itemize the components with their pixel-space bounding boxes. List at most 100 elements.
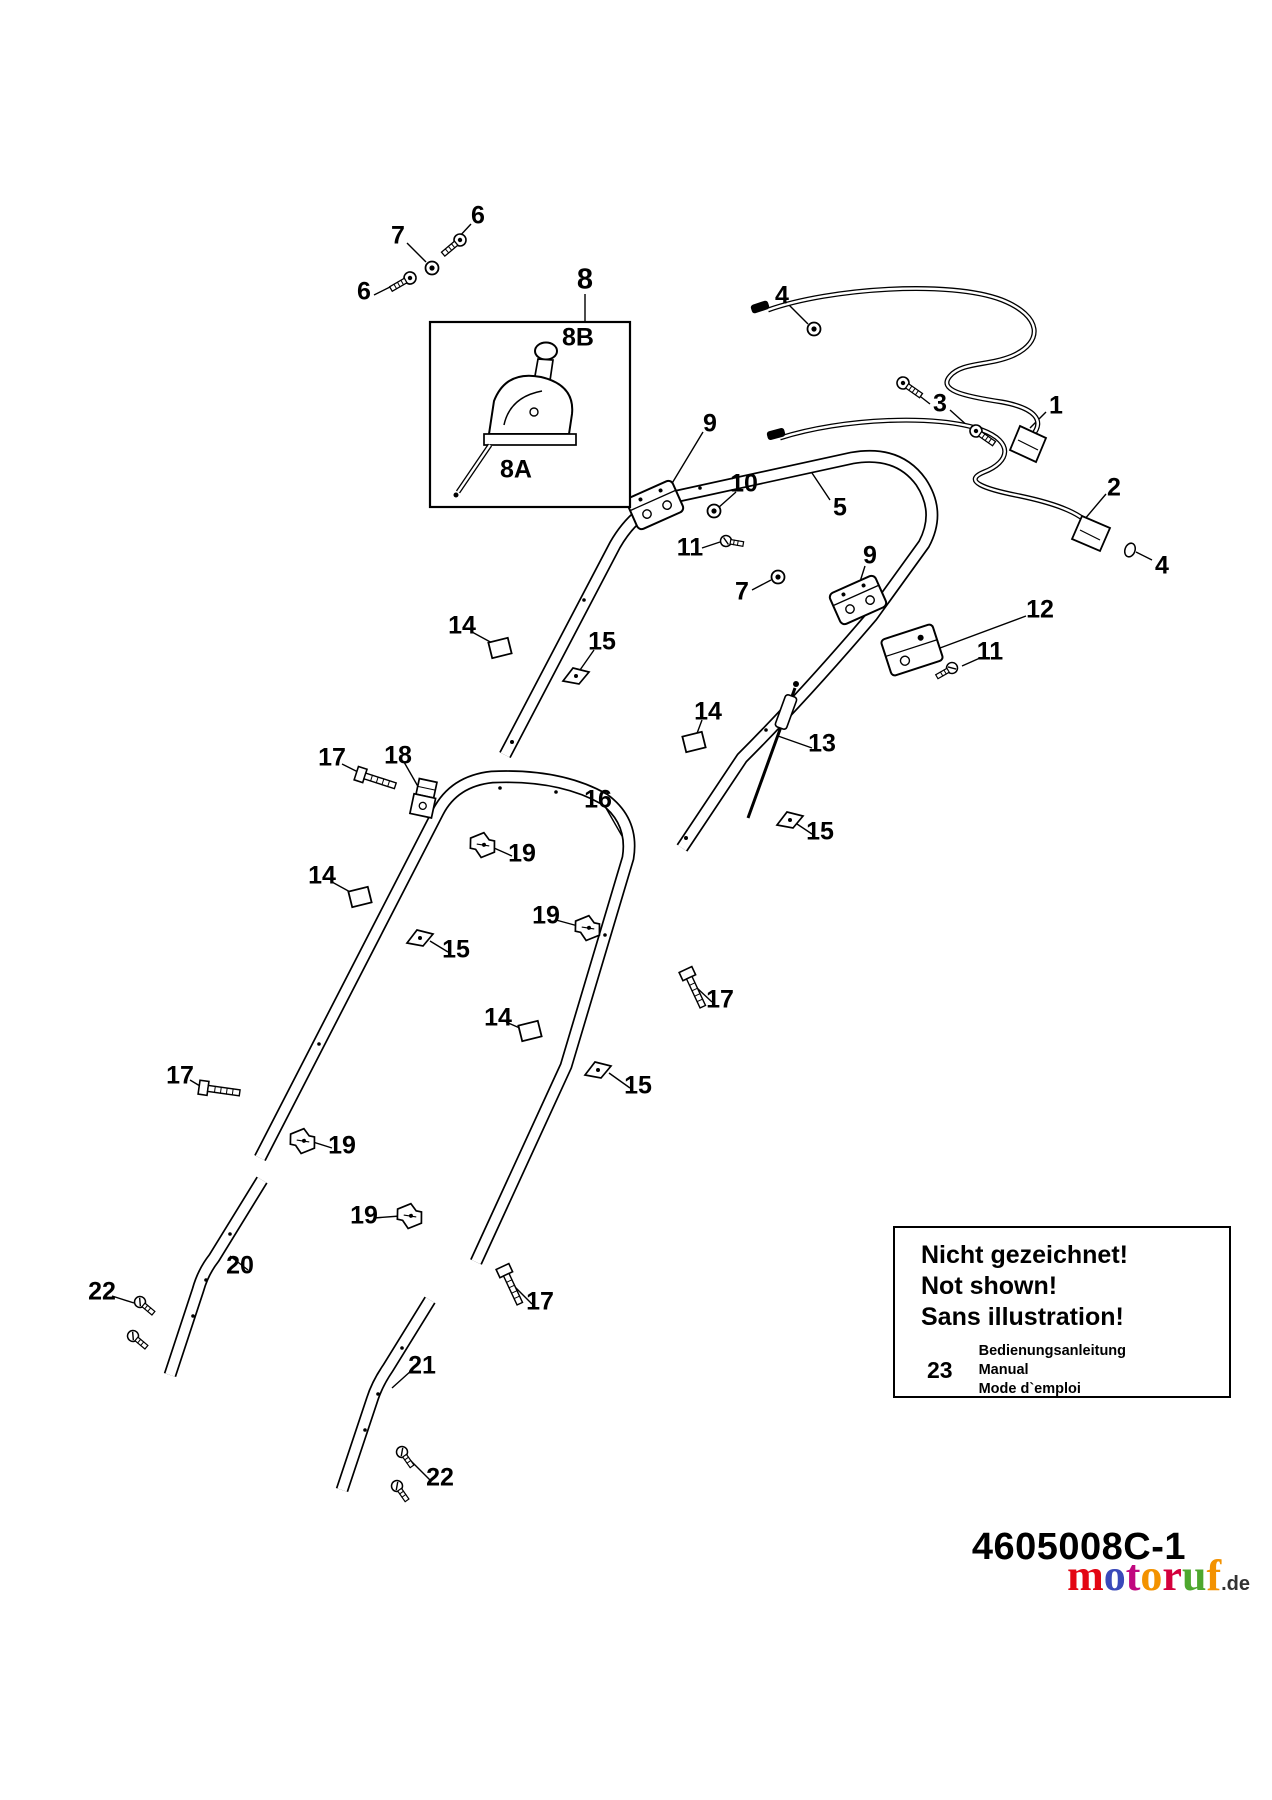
callout-part-4: 4 [1155,551,1169,580]
cable-guide-14-b [681,730,707,754]
screw-22-a1 [131,1293,158,1319]
callout-part-1: 1 [1049,391,1063,420]
callout-part-4: 4 [775,281,789,310]
bolt-17-c [197,1079,242,1101]
callout-part-21: 21 [408,1351,436,1380]
bolt-17-d [495,1262,527,1308]
callout-part-3: 3 [933,389,947,418]
callout-part-22: 22 [88,1277,116,1306]
callout-part-17: 17 [526,1287,554,1316]
handle-tube-20 [163,1176,268,1378]
screw-22-b1 [393,1443,418,1471]
callout-part-11: 11 [976,637,1004,666]
callout-part-8b: 8B [562,323,594,352]
callout-part-2: 2 [1107,473,1121,502]
callout-part-6: 6 [357,277,371,306]
callout-part-9: 9 [703,409,717,438]
clip-15-c [406,929,434,947]
screw-3-left [893,373,926,402]
throttle-knob-8b [534,341,558,361]
callout-part-15: 15 [442,935,470,964]
bracket-12 [880,623,944,677]
callout-part-17: 17 [706,985,734,1014]
callout-part-10: 10 [730,469,758,498]
notice-title-en: Not shown! [921,1272,1058,1300]
logo-letter: o [1140,1551,1163,1600]
notice-title-fr: Sans illustration! [921,1303,1124,1331]
notice-title-de: Nicht gezeichnet! [921,1241,1128,1269]
callout-part-18: 18 [384,741,412,770]
callout-part-7: 7 [391,221,405,250]
bolt-17-b [678,965,710,1011]
clamp-lever-19-c [287,1126,318,1156]
nut-7-top [424,260,440,276]
screw-11-right [933,659,961,683]
clip-15-d [584,1061,612,1079]
clamp-lever-19-a [467,830,498,860]
callout-part-14: 14 [308,861,336,890]
logo-domain-suffix: .de [1221,1573,1250,1595]
cable-guide-14-d [517,1019,543,1043]
notice-item-descriptions: Bedienungsanleitung Manual Mode d`emploi [979,1342,1126,1399]
callout-part-19: 19 [328,1131,356,1160]
callout-part-15: 15 [806,817,834,846]
screw-22-b2 [388,1477,413,1505]
callout-part-14: 14 [484,1003,512,1032]
not-shown-notice-box: Nicht gezeichnet! Not shown! Sans illust… [893,1226,1231,1398]
callout-part-22: 22 [426,1463,454,1492]
clip-15-a [562,667,590,685]
logo-letter: m [1067,1551,1104,1600]
callout-part-8: 8 [576,263,594,296]
callout-part-11: 11 [676,533,704,562]
screw-11-upper [718,533,745,551]
callout-part-9: 9 [863,541,877,570]
callout-part-7: 7 [735,577,749,606]
motoruf-logo: motoruf.de [1067,1554,1250,1598]
callout-part-13: 13 [808,729,836,758]
logo-letter: f [1206,1551,1222,1600]
logo-letter: u [1181,1551,1207,1600]
nut-4-top [806,321,822,337]
screw-6-lower [387,269,419,295]
notice-item-row: 23 Bedienungsanleitung Manual Mode d`emp… [921,1342,1221,1399]
callout-part-19: 19 [350,1201,378,1230]
callout-part-15: 15 [588,627,616,656]
cable-1 [750,286,1048,464]
notice-desc-en: Manual [978,1361,1029,1378]
cable-2 [766,417,1112,553]
notice-desc-fr: Mode d`emploi [978,1380,1081,1397]
callout-part-15: 15 [624,1071,652,1100]
callout-part-14: 14 [448,611,476,640]
screw-6-upper [438,230,470,260]
callout-part-17: 17 [318,743,346,772]
cable-guide-14-c [347,885,373,909]
logo-letter: o [1103,1551,1126,1600]
callout-part-20: 20 [226,1251,254,1280]
callout-part-19: 19 [508,839,536,868]
callout-part-12: 12 [1026,595,1054,624]
clamp-lever-19-d [394,1201,425,1231]
cable-clamp-9-lower [827,573,889,627]
nut-7-mid [770,569,786,585]
notice-desc-de: Bedienungsanleitung [978,1343,1127,1359]
lower-handle-bar [254,770,636,1265]
callout-part-5: 5 [833,493,847,522]
bracket-18 [408,777,438,819]
notice-item-number: 23 [927,1356,953,1383]
cable-adjuster-13 [746,681,799,819]
screw-22-a2 [124,1327,151,1353]
callout-part-6: 6 [471,201,485,230]
callout-part-17: 17 [166,1061,194,1090]
callout-part-19: 19 [532,901,560,930]
callout-part-8a: 8A [500,455,532,484]
logo-letter: t [1125,1551,1141,1600]
handle-tube-21 [335,1296,436,1493]
callout-part-16: 16 [584,785,612,814]
ring-4 [1123,542,1137,558]
throttle-control-box [428,320,632,509]
drawing-number: 4605008C-1 [971,1526,1186,1568]
callout-part-14: 14 [694,697,722,726]
nut-10 [706,503,722,519]
